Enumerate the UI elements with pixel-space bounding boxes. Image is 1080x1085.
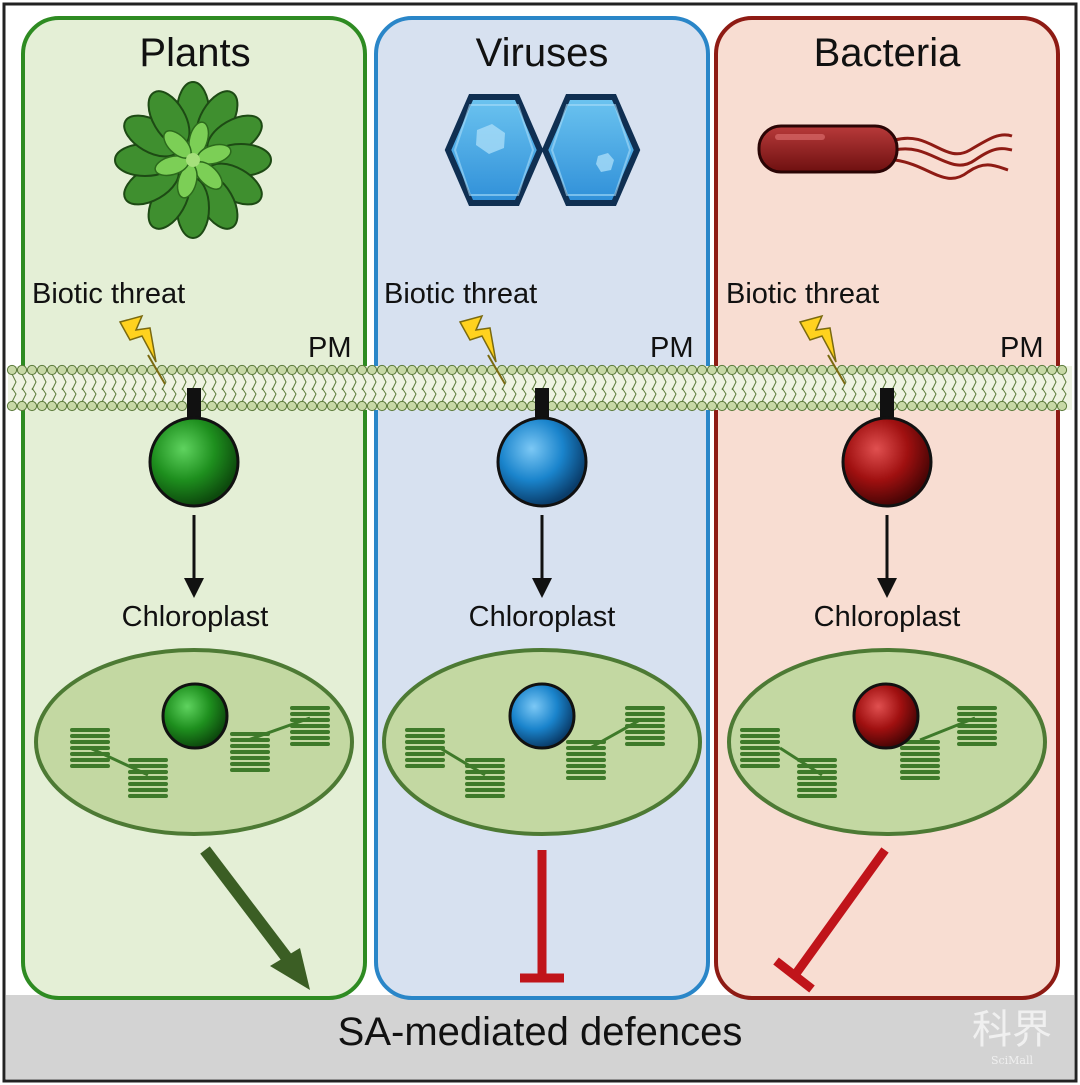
chloroplast-bacteria xyxy=(727,648,1047,836)
arrow-to-chloroplast-bacteria xyxy=(877,515,897,598)
virus-hexagon-icon xyxy=(444,94,641,206)
chloroplast-plants xyxy=(34,648,354,836)
chloroplast-label-bacteria: Chloroplast xyxy=(814,601,961,633)
arrow-to-chloroplast-viruses xyxy=(532,515,552,598)
receptor-icon-bacteria xyxy=(841,388,933,508)
panel-title-plants: Plants xyxy=(139,31,250,75)
pm-label-bacteria: PM xyxy=(1000,332,1044,364)
panel-title-bacteria: Bacteria xyxy=(814,31,961,75)
panel-title-viruses: Viruses xyxy=(476,31,609,75)
bacterium-icon xyxy=(757,124,1013,180)
biotic-threat-label-viruses: Biotic threat xyxy=(384,278,537,310)
plasma-membrane xyxy=(6,364,1072,412)
pm-label-plants: PM xyxy=(308,332,352,364)
pm-label-viruses: PM xyxy=(650,332,694,364)
plant-rosette-icon xyxy=(114,81,272,239)
watermark-logo: 科界 xyxy=(972,1007,1052,1053)
watermark-subtext: SciMall xyxy=(991,1054,1034,1067)
chloroplast-label-viruses: Chloroplast xyxy=(469,601,616,633)
promote-arrow-plants xyxy=(200,846,310,990)
inhibit-bar-viruses xyxy=(520,850,564,983)
arrow-to-chloroplast-plants xyxy=(184,515,204,598)
chloroplast-viruses xyxy=(382,648,702,836)
chloroplast-label-plants: Chloroplast xyxy=(122,601,269,633)
sa-defences-label: SA-mediated defences xyxy=(338,1010,743,1054)
biotic-threat-label-plants: Biotic threat xyxy=(32,278,185,310)
receptor-icon-plants xyxy=(148,388,240,508)
receptor-icon-viruses xyxy=(496,388,588,508)
biotic-threat-label-bacteria: Biotic threat xyxy=(726,278,879,310)
inhibit-bar-bacteria xyxy=(773,847,889,993)
bottom-band xyxy=(6,995,1074,1079)
